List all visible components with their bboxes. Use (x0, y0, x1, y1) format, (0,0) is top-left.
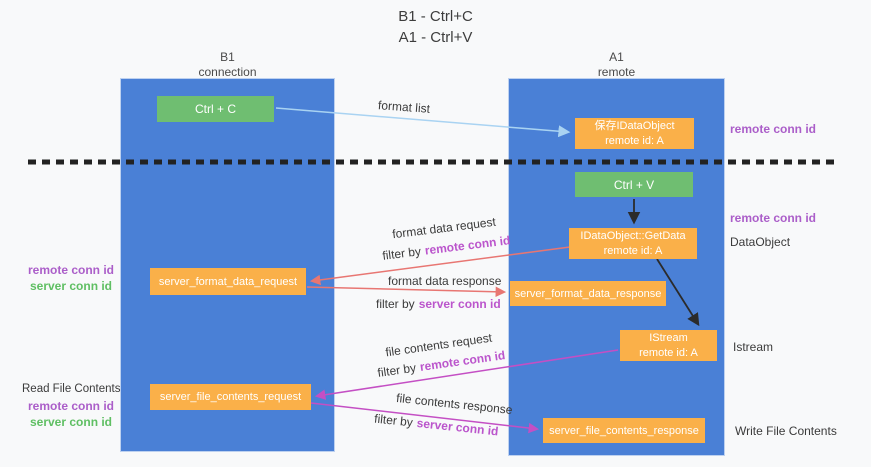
node-file-response-label: server_file_contents_response (549, 424, 699, 437)
label-read-file-contents: Read File Contents (22, 383, 121, 395)
label-remote-conn-id-top: remote conn id (730, 122, 817, 136)
lane-b1-name: B1 (220, 50, 235, 64)
label-remote-conn-id-mid: remote conn id (730, 211, 817, 225)
filter-value-server-conn-id: server conn id (416, 415, 500, 439)
node-istream: IStream remote id: A (620, 330, 717, 361)
node-file-request-label: server_file_contents_request (159, 391, 302, 403)
filter-value-server-conn-id: server conn id (418, 297, 501, 311)
node-format-request-label: server_format_data_request (158, 275, 298, 288)
node-idataobject-getdata: IDataObject::GetData remote id: A (569, 228, 697, 259)
title-line-1: B1 - Ctrl+C (398, 8, 473, 25)
label-istream: Istream (733, 340, 774, 354)
label-group-format: remote conn id server conn id (20, 262, 122, 294)
annotation-format-list: format list (377, 98, 431, 116)
lane-b1-subtitle: connection (198, 65, 257, 79)
lane-header-a1: A1 remote (508, 50, 725, 80)
label-dataobject: DataObject (730, 235, 791, 249)
node-ctrl-v: Ctrl + V (575, 172, 693, 197)
lane-a1-name: A1 (609, 50, 624, 64)
lane-header-b1: B1 connection (120, 50, 335, 80)
annotation-file-contents-response: file contents response (395, 390, 514, 418)
label-left2-server-conn-id: server conn id (29, 415, 113, 429)
label-left1-remote-conn-id: remote conn id (27, 263, 114, 277)
node-save-idataobject: 保存IDataObject remote id: A (575, 118, 694, 149)
label-left2-remote-conn-id: remote conn id (27, 399, 114, 413)
node-ctrl-c: Ctrl + C (157, 96, 274, 122)
node-server-file-contents-response: server_file_contents_response (543, 418, 705, 443)
node-save-idataobject-line2: remote id: A (605, 134, 664, 147)
node-getdata-line2: remote id: A (603, 244, 663, 257)
node-getdata-line1: IDataObject::GetData (580, 230, 686, 243)
node-server-format-data-request: server_format_data_request (150, 268, 306, 295)
lane-a1-subtitle: remote (597, 65, 636, 79)
label-write-file-contents: Write File Contents (735, 424, 837, 438)
node-ctrl-v-label: Ctrl + V (613, 177, 655, 192)
node-server-format-data-response: server_format_data_response (510, 281, 666, 306)
filter-prefix: filter by (376, 297, 415, 311)
filter-value-remote-conn-id: remote conn id (423, 233, 512, 258)
title-line-2: A1 - Ctrl+V (398, 29, 473, 46)
node-format-response-label: server_format_data_response (514, 287, 662, 300)
label-group-file: remote conn id server conn id (20, 398, 122, 430)
filter-prefix: filter by (381, 244, 422, 263)
node-istream-line1: IStream (649, 332, 688, 345)
node-save-idataobject-line1: 保存IDataObject (594, 120, 675, 133)
node-server-file-contents-request: server_file_contents_request (150, 384, 311, 410)
filter-prefix: filter by (376, 360, 417, 380)
node-ctrl-c-label: Ctrl + C (194, 102, 236, 116)
filter-prefix: filter by (373, 411, 414, 430)
label-left1-server-conn-id: server conn id (29, 279, 113, 293)
node-istream-line2: remote id: A (639, 346, 698, 359)
annotation-format-data-response: format data response (388, 274, 502, 288)
diagram-title: B1 - Ctrl+C A1 - Ctrl+V (0, 6, 871, 48)
